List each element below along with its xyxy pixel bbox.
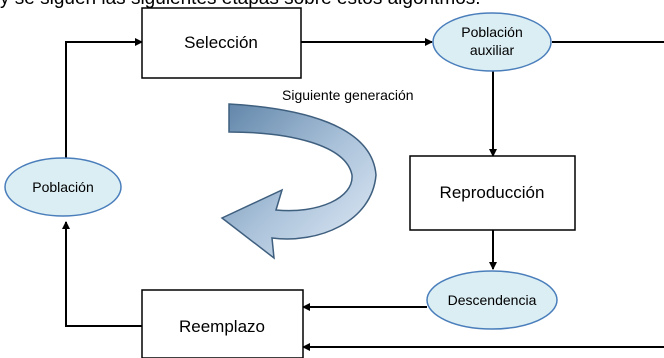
descendencia-label: Descendencia: [448, 292, 537, 308]
arrow-poblacion-to-seleccion: [65, 38, 143, 163]
reproduccion-box: [409, 155, 576, 231]
poblacion-auxiliar-label-line2: auxiliar: [470, 42, 515, 58]
reproduccion-label: Reproducción: [440, 183, 545, 202]
poblacion-auxiliar-label-line1: Población: [461, 24, 523, 40]
poblacion-label: Población: [32, 179, 94, 195]
next-generation-curved-arrow: [220, 103, 377, 260]
connectors: [62, 38, 664, 351]
arrow-reemplazo-to-poblacion: [62, 221, 142, 327]
seleccion-label: Selección: [184, 33, 258, 52]
reemplazo-label: Reemplazo: [179, 317, 265, 336]
seleccion-box: [141, 7, 302, 79]
next-generation-caption: Siguiente generación: [282, 87, 414, 103]
poblacion-auxiliar-ellipse: [432, 12, 552, 72]
poblacion-ellipse: [4, 157, 122, 217]
truncated-heading-text: y se siguen las siguientes etapas sobre …: [0, 0, 481, 10]
descendencia-ellipse: [426, 270, 558, 330]
reemplazo-box: [141, 289, 304, 358]
